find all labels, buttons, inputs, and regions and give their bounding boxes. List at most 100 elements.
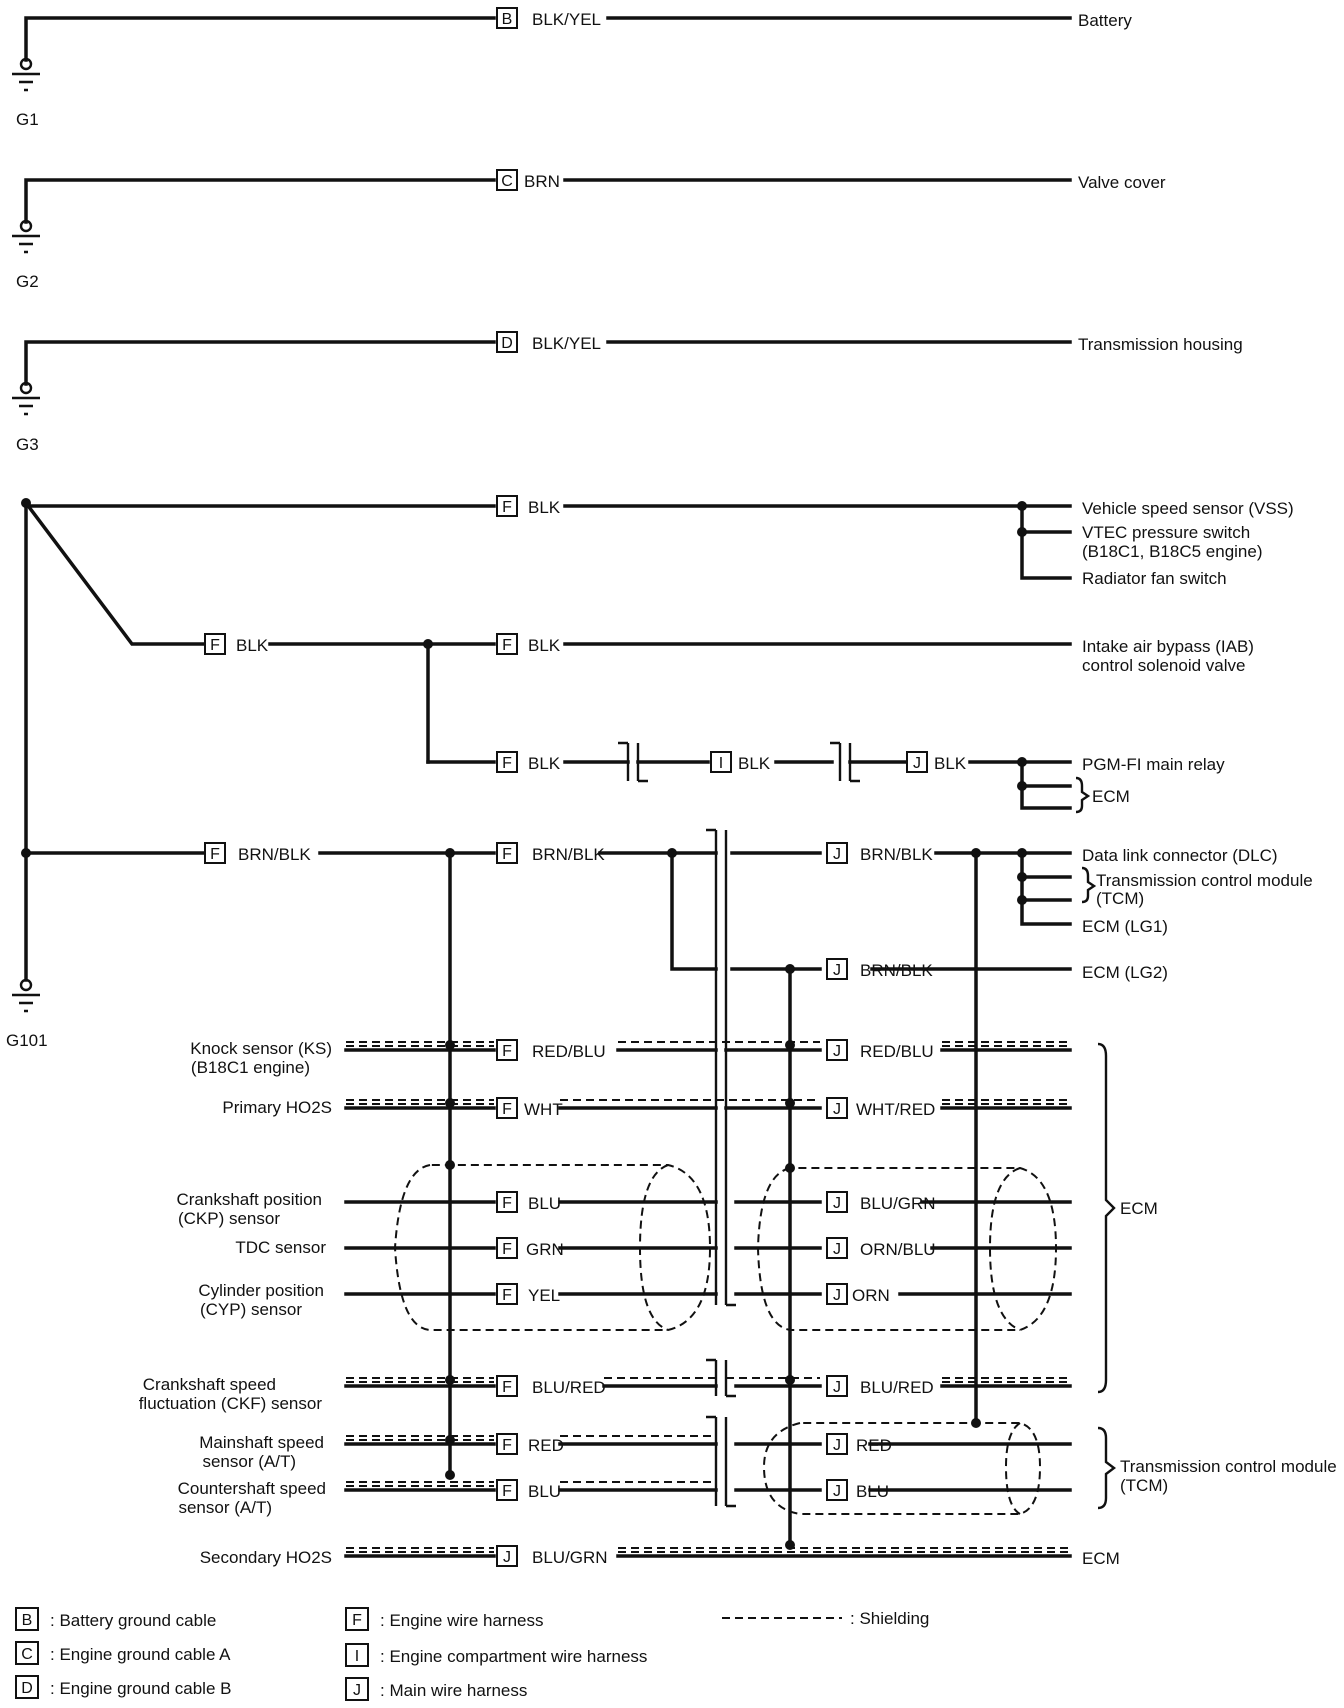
dest-vss: Vehicle speed sensor (VSS) (1082, 499, 1294, 518)
wire-color-ho2s-f: WHT (524, 1100, 563, 1119)
connector-f-code: F (502, 755, 512, 772)
legend-text-i: : Engine compartment wire harness (380, 1647, 647, 1666)
wire-color-g2: BRN (524, 172, 560, 191)
connector-j-code: J (913, 755, 921, 772)
connector-f-code: F (502, 846, 512, 863)
wire-color-r4b: BRN/BLK (532, 845, 605, 864)
legend-text-b: : Battery ground cable (50, 1611, 216, 1630)
ground-g3-label: G3 (16, 435, 39, 454)
dest-ecm-secondary: ECM (1082, 1549, 1120, 1568)
wire-color-main-f: RED (528, 1436, 564, 1455)
sensor-cyp-label: Cylinder position (198, 1281, 324, 1300)
connector-j-code: J (833, 1195, 841, 1212)
sensor-ckf-label-2: fluctuation (CKF) sensor (139, 1394, 323, 1413)
connector-j-code: J (833, 1379, 841, 1396)
wire-color-tdc-j: ORN/BLU (860, 1240, 936, 1259)
wire-color-main-j: RED (856, 1436, 892, 1455)
dest-dlc: Data link connector (DLC) (1082, 846, 1278, 865)
dest-ecm-r3: ECM (1092, 787, 1130, 806)
connector-f-code: F (502, 1287, 512, 1304)
connector-d-code: D (501, 335, 513, 352)
legend-text-c: : Engine ground cable A (50, 1645, 231, 1664)
connector-j-code: J (833, 846, 841, 863)
wire-color-g1: BLK/YEL (532, 10, 601, 29)
connector-c-code: C (501, 173, 513, 190)
sensor-cyp-label-2: (CYP) sensor (200, 1300, 302, 1319)
wire-color-tdc-f: GRN (526, 1240, 564, 1259)
wire-color-ckf-j: BLU/RED (860, 1378, 934, 1397)
connector-f-code: F (502, 1437, 512, 1454)
wire-color-ks-f: RED/BLU (532, 1042, 606, 1061)
sensor-primary-ho2s-label: Primary HO2S (222, 1098, 332, 1117)
ground-g1-label: G1 (16, 110, 39, 129)
connector-f-code: F (210, 637, 220, 654)
dest-valve-cover: Valve cover (1078, 173, 1166, 192)
sensor-countershaft-label: Countershaft speed (178, 1479, 326, 1498)
group-tcm-abbrev: (TCM) (1120, 1476, 1168, 1495)
sensor-ckp-label: Crankshaft position (176, 1190, 322, 1209)
group-ecm-label: ECM (1120, 1199, 1158, 1218)
dest-ecm-lg2: ECM (LG2) (1082, 963, 1168, 982)
connector-f-code: F (210, 846, 220, 863)
connector-i-code: I (719, 755, 723, 772)
dest-battery: Battery (1078, 11, 1132, 30)
legend: B : Battery ground cable C : Engine grou… (15, 1607, 929, 1701)
wire-color-r3b: BLK (738, 754, 771, 773)
ground-g2-label: G2 (16, 272, 39, 291)
connector-f-code: F (502, 1043, 512, 1060)
ground-g101-label: G101 (6, 1031, 48, 1050)
wire-color-r2a: BLK (236, 636, 269, 655)
connector-f-code: F (502, 1379, 512, 1396)
connector-f-code: F (502, 1195, 512, 1212)
wire-color-ckf-f: BLU/RED (532, 1378, 606, 1397)
dest-radiator-fan-switch: Radiator fan switch (1082, 569, 1227, 588)
wire-color-cyp-f: YEL (528, 1286, 560, 1305)
wire-color-g3: BLK/YEL (532, 334, 601, 353)
dest-pgmfi-relay: PGM-FI main relay (1082, 755, 1225, 774)
legend-shielding: : Shielding (850, 1609, 929, 1628)
legend-code-d: D (21, 1680, 33, 1697)
connector-j-code: J (833, 1483, 841, 1500)
sensor-mainshaft-label-2: sensor (A/T) (202, 1452, 296, 1471)
wire-color-r5: BRN/BLK (860, 961, 933, 980)
sensor-secondary-ho2s-label: Secondary HO2S (200, 1548, 332, 1567)
wire-color-r4a: BRN/BLK (238, 845, 311, 864)
sensor-ckp-label-2: (CKP) sensor (178, 1209, 280, 1228)
wire-color-ckp-j: BLU/GRN (860, 1194, 936, 1213)
legend-code-i: I (355, 1648, 359, 1665)
wire-color-r4c: BRN/BLK (860, 845, 933, 864)
wire-color-counter-f: BLU (528, 1482, 561, 1501)
ground-g1-circuit: G1 B BLK/YEL Battery (12, 7, 1132, 129)
ground-g2-circuit: G2 C BRN Valve cover (12, 169, 1166, 291)
ground-g3-circuit: G3 D BLK/YEL Transmission housing (12, 331, 1243, 454)
legend-code-j: J (353, 1682, 361, 1699)
legend-text-j: : Main wire harness (380, 1681, 527, 1700)
wire-color-ho2s-j: WHT/RED (856, 1100, 935, 1119)
connector-f-code: F (502, 1101, 512, 1118)
group-tcm-label: Transmission control module (1120, 1457, 1337, 1476)
sensor-knock-label: Knock sensor (KS) (190, 1039, 332, 1058)
dest-tcm: Transmission control module (1096, 871, 1313, 890)
connector-j-code: J (833, 1437, 841, 1454)
dest-ecm-lg1: ECM (LG1) (1082, 917, 1168, 936)
ground-g101-circuit: G101 F BLK Vehicle speed sensor (VSS) VT… (6, 495, 1313, 1050)
legend-text-f: : Engine wire harness (380, 1611, 543, 1630)
connector-j-code: J (833, 1043, 841, 1060)
legend-code-c: C (21, 1646, 33, 1663)
connector-j-code: J (833, 1241, 841, 1258)
wire-color-r3c: BLK (934, 754, 967, 773)
dest-iab-valve: Intake air bypass (IAB) (1082, 637, 1254, 656)
connector-b-code: B (502, 11, 513, 28)
sensor-countershaft-label-2: sensor (A/T) (178, 1498, 272, 1517)
sensor-tdc-label: TDC sensor (235, 1238, 326, 1257)
wire-color-ckp-f: BLU (528, 1194, 561, 1213)
dest-transmission-housing: Transmission housing (1078, 335, 1243, 354)
connector-f-code: F (502, 1241, 512, 1258)
dest-vtec-switch: VTEC pressure switch (1082, 523, 1250, 542)
connector-j-code: J (833, 1101, 841, 1118)
connector-j-code: J (833, 962, 841, 979)
sensor-knock-label-2: (B18C1 engine) (191, 1058, 310, 1077)
legend-text-d: : Engine ground cable B (50, 1679, 231, 1698)
connector-j-code: J (833, 1287, 841, 1304)
